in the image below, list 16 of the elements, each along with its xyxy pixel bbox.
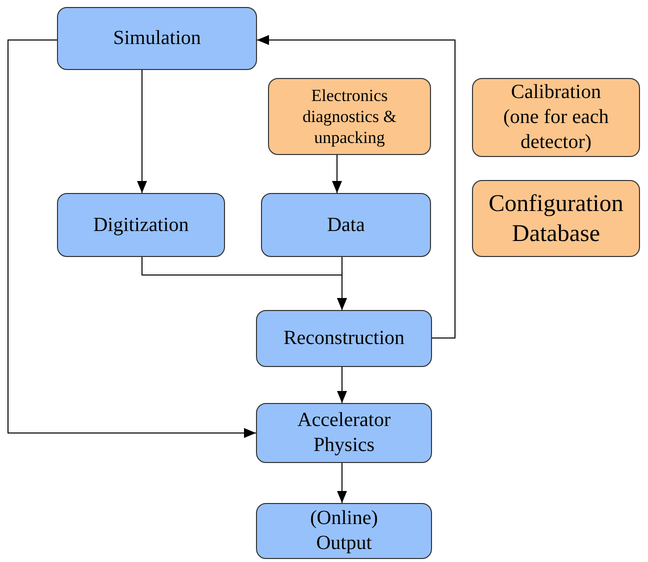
process-box: Simulation bbox=[57, 7, 257, 70]
arrow bbox=[337, 256, 347, 310]
arrow bbox=[8, 40, 256, 438]
process-box: Calibration (one for each detector) bbox=[472, 78, 640, 157]
process-box: Configuration Database bbox=[472, 180, 640, 257]
process-box: Electronics diagnostics & unpacking bbox=[268, 78, 431, 155]
arrow bbox=[337, 462, 347, 504]
process-box: Data bbox=[261, 193, 431, 257]
arrow bbox=[137, 70, 147, 194]
arrow bbox=[256, 35, 456, 338]
process-box: Accelerator Physics bbox=[256, 403, 432, 463]
process-box: (Online) Output bbox=[256, 503, 432, 559]
process-box: Digitization bbox=[57, 193, 225, 257]
arrow bbox=[332, 154, 342, 194]
arrow bbox=[337, 366, 347, 404]
process-box: Reconstruction bbox=[256, 310, 432, 367]
